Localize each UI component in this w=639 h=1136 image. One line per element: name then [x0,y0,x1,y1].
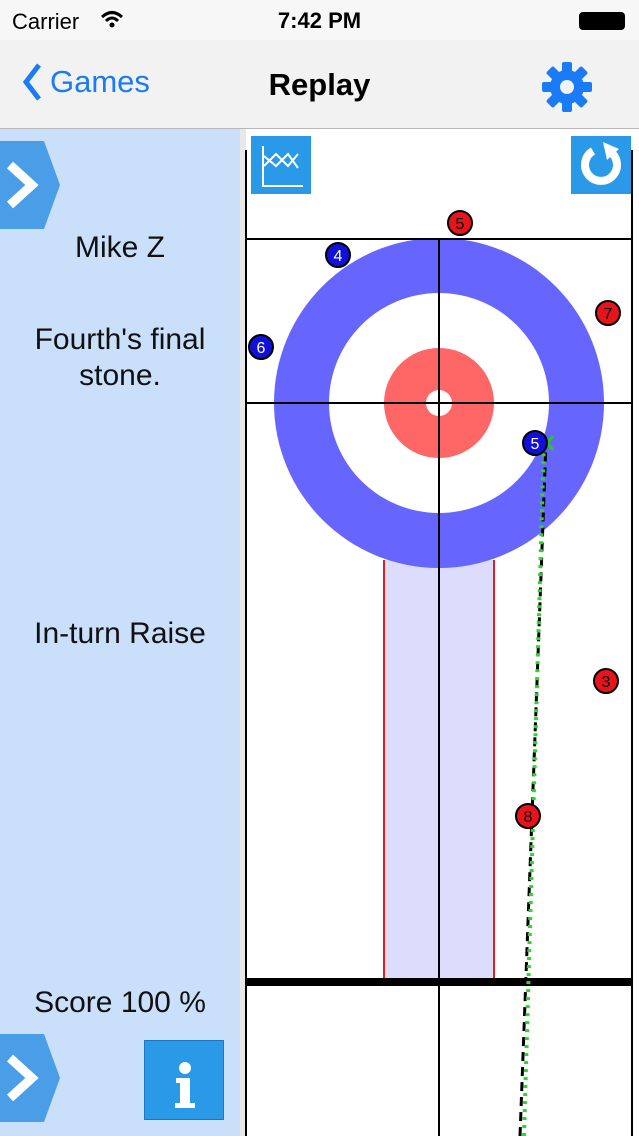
status-bar: Carrier 7:42 PM [0,0,639,40]
battery-icon [579,12,625,30]
stone-number: 6 [257,340,266,357]
line-chart-icon [262,146,303,187]
shot-type: In-turn Raise [34,617,206,650]
stone-blue-4: 4 [325,242,351,268]
player-name: Mike Z [75,231,165,264]
divider [240,129,246,1136]
replay-button[interactable] [571,136,631,194]
next-player-button[interactable] [0,141,60,229]
chevron-left-icon [22,63,41,101]
shot-description: Fourth's final stone. [34,323,206,392]
stone-red-7: 7 [595,300,621,326]
rotate-icon [581,142,621,185]
chart-button[interactable] [251,136,311,194]
carrier-label: Carrier [12,9,80,34]
actual-path [518,441,548,1136]
curling-sheet: 5 4 7 6 5 3 8 [245,150,633,1136]
wifi-icon [100,11,124,28]
navigation-bar: Games Replay [0,40,639,129]
stone-number: 7 [604,306,613,323]
stone-red-5: 5 [447,210,473,236]
next-shot-button[interactable] [0,1034,60,1122]
stone-number: 3 [602,674,611,691]
back-button[interactable]: Games [22,62,150,102]
stone-number: 4 [334,248,343,265]
score-label: Score 100 % [34,986,206,1019]
stone-red-3: 3 [593,668,619,694]
stone-red-8: 8 [515,803,541,829]
shot-info-panel: Mike Z Fourth's final stone. In-turn Rai… [0,129,240,1136]
page-title: Replay [268,67,371,102]
back-label: Games [50,64,150,99]
stone-blue-5: 5 [522,430,548,456]
gear-icon[interactable] [540,60,594,114]
clock: 7:42 PM [277,8,362,33]
stone-number: 8 [524,809,533,826]
stone-blue-6: 6 [248,334,274,360]
info-icon [175,1062,195,1108]
hog-line [246,978,632,986]
stone-number: 5 [531,436,540,453]
info-button[interactable] [144,1040,224,1120]
stone-number: 5 [456,216,465,233]
